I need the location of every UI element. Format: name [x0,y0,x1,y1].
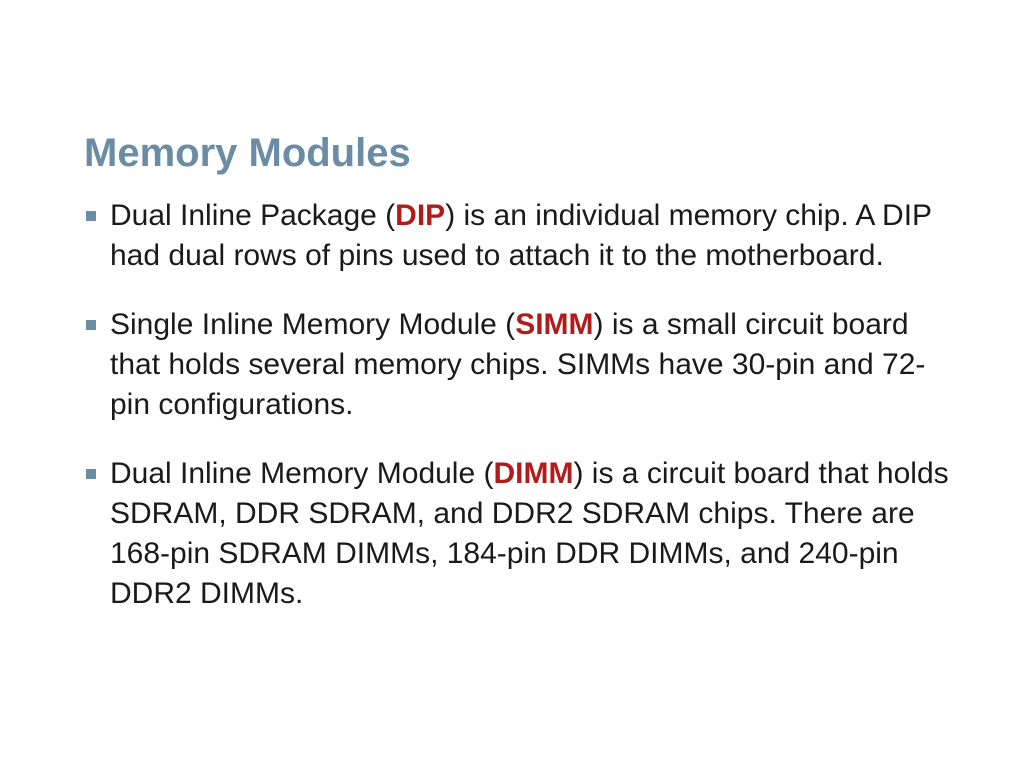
square-bullet-icon [86,211,96,221]
bullet-text-before: Single Inline Memory Module ( [110,308,516,341]
bullet-item-simm: Single Inline Memory Module (SIMM) is a … [85,305,965,425]
bullet-text-after: ) is a small circuit board that holds se… [110,308,926,421]
bullet-text-before: Dual Inline Memory Module ( [110,457,494,490]
slide-title: Memory Modules [84,131,411,175]
keyword-simm: SIMM [515,308,594,341]
bullet-text-after: ) is an individual memory chip. A DIP ha… [110,199,932,272]
square-bullet-icon [86,469,96,479]
bullet-text-before: Dual Inline Package ( [110,199,396,232]
keyword-dimm: DIMM [493,457,574,490]
square-bullet-icon [86,320,96,330]
bullet-item-dimm: Dual Inline Memory Module (DIMM) is a ci… [85,454,965,614]
keyword-dip: DIP [395,199,446,232]
bullet-item-dip: Dual Inline Package (DIP) is an individu… [85,196,965,276]
bullet-list: Dual Inline Package (DIP) is an individu… [85,196,965,643]
bullet-text-after: ) is a circuit board that holds SDRAM, D… [110,457,949,610]
